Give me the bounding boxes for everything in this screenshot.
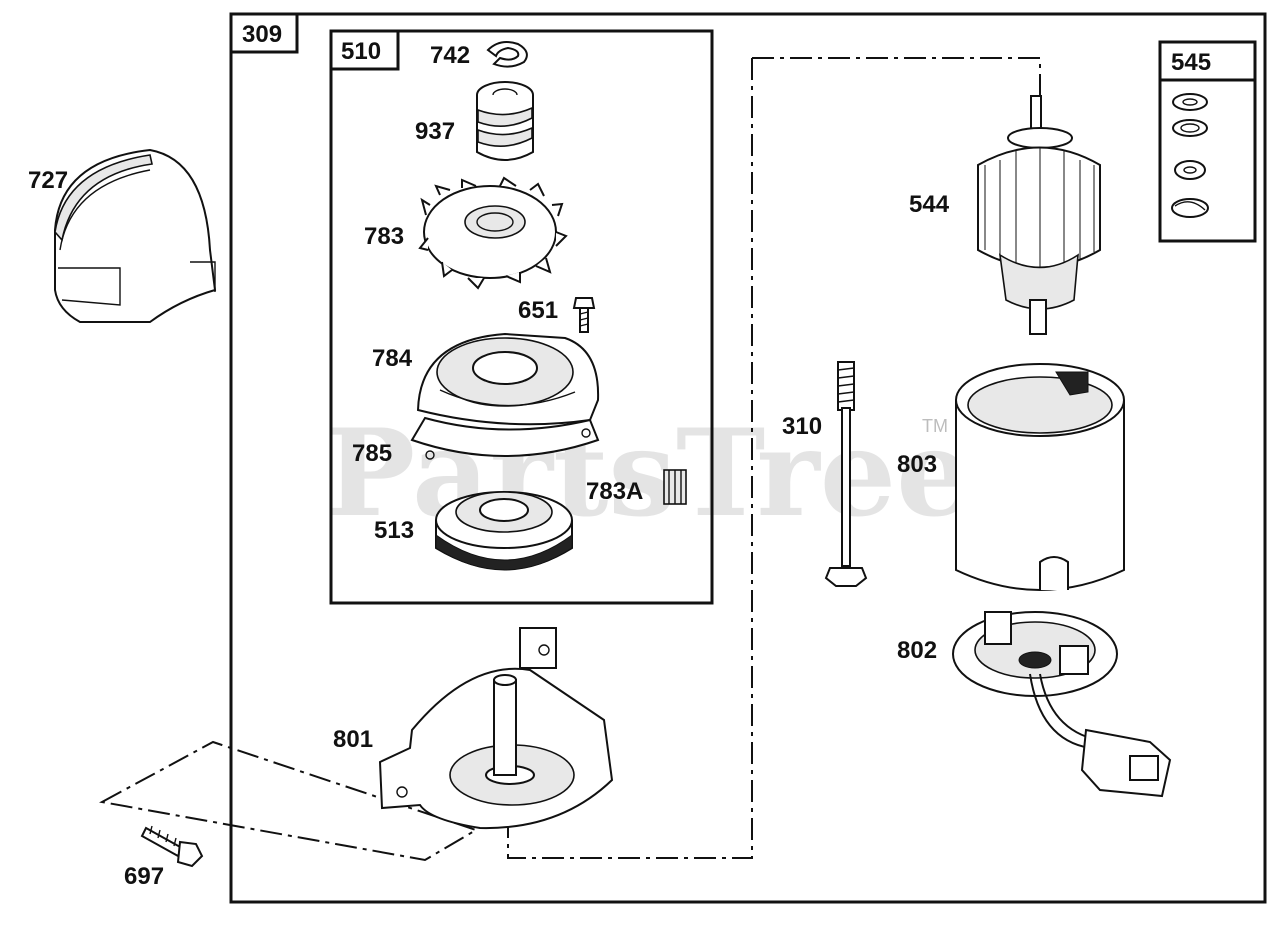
part-label-783: 783 (364, 223, 404, 250)
screw-651 (572, 297, 596, 333)
part-label-803: 803 (897, 451, 937, 478)
part-label-697: 697 (124, 863, 164, 890)
alignment-line-bolt (99, 740, 479, 862)
washer-kit-label: 545 (1171, 49, 1211, 76)
part-label-783a: 783A (586, 478, 643, 505)
brush-plate-802 (952, 611, 1172, 798)
part-label-802: 802 (897, 637, 937, 664)
alignment-line-main (507, 58, 753, 859)
retaining-clip-742 (486, 41, 528, 68)
watermark-trademark: TM (922, 416, 948, 436)
part-label-310: 310 (782, 413, 822, 440)
part-label-784: 784 (372, 345, 413, 372)
part-label-742: 742 (430, 42, 470, 69)
bolt-697 (140, 825, 204, 868)
main-assembly-label: 309 (242, 21, 282, 48)
part-label-727: 727 (28, 167, 68, 194)
part-label-544: 544 (909, 191, 950, 218)
main-assembly-tag (229, 12, 299, 54)
motor-housing-803 (955, 363, 1125, 591)
ring-gear-513 (435, 491, 573, 571)
armature-544 (977, 95, 1101, 335)
part-label-937: 937 (415, 118, 455, 145)
small-gear-783a (663, 469, 687, 505)
washer-kit-tag (1158, 40, 1257, 82)
drive-cap-784 (416, 332, 600, 426)
main-assembly-frame (229, 12, 1267, 904)
alignment-line-top (752, 57, 1041, 96)
part-label-785: 785 (352, 440, 392, 467)
gasket-785 (410, 416, 600, 460)
part-label-801: 801 (333, 726, 373, 753)
starter-cover-727 (54, 148, 217, 323)
helix-spring-937 (476, 81, 534, 161)
drive-kit-frame (329, 29, 714, 605)
drive-kit-tag (329, 29, 400, 71)
drive-kit-label: 510 (341, 38, 381, 65)
washer-set (1171, 93, 1209, 218)
drive-end-housing-801 (378, 627, 614, 830)
part-label-513: 513 (374, 517, 414, 544)
through-bolt-310 (824, 361, 868, 587)
part-label-651: 651 (518, 297, 558, 324)
pinion-gear-783 (418, 176, 568, 290)
